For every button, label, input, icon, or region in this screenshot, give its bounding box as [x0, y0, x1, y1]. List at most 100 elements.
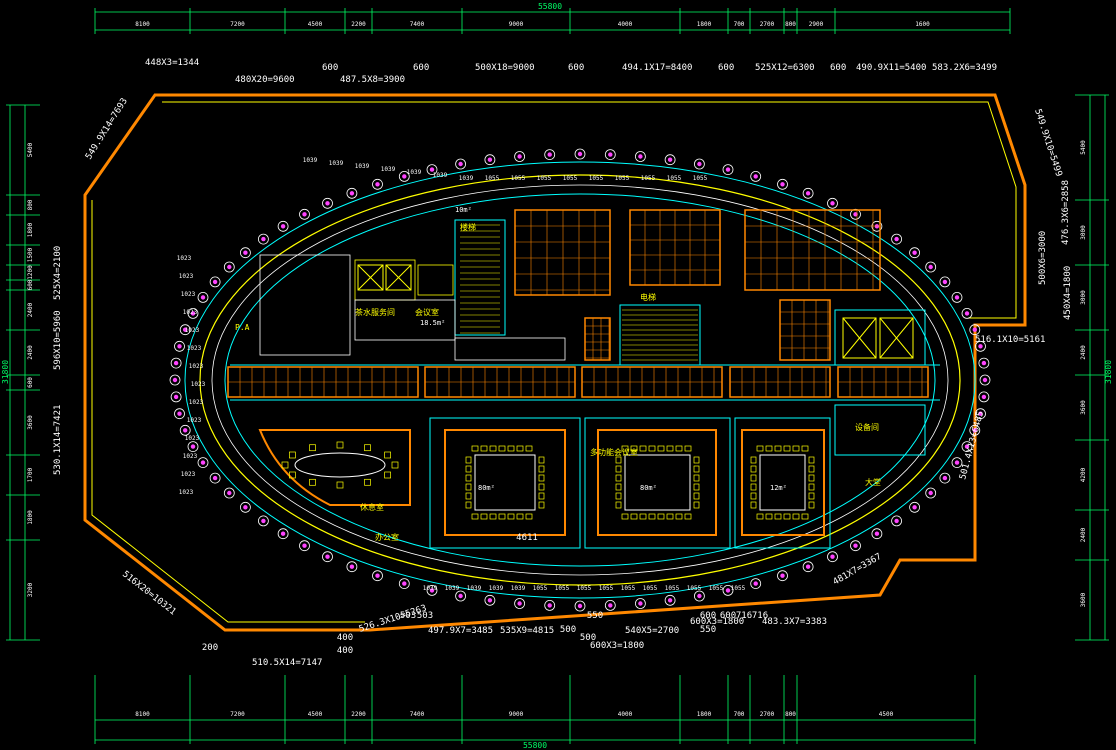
small-dim-13: 4611 [516, 533, 538, 543]
ring-marker-43 [170, 357, 182, 369]
chair [750, 465, 757, 473]
chair [507, 513, 515, 520]
ring-dot-17 [697, 593, 702, 599]
ring-dot-15 [753, 581, 758, 586]
right-dim-2: 3000 [1080, 290, 1087, 305]
chair [808, 465, 815, 473]
chair [615, 483, 622, 491]
ellipse-ring [184, 161, 976, 599]
ring-marker-14 [777, 570, 788, 582]
ring-label-top-13: 1055 [641, 175, 656, 182]
pdim-left4: 530.1X14=7421 [53, 405, 63, 475]
chair [364, 444, 371, 452]
chair [538, 492, 545, 500]
chair [750, 501, 757, 509]
ring-marker-70 [777, 178, 788, 190]
ring-marker-39 [179, 424, 191, 436]
ring-marker-8 [909, 501, 920, 513]
ring-marker-18 [664, 594, 676, 606]
chair [489, 513, 497, 520]
ring-dot-38 [190, 444, 196, 449]
ring-dot-59 [458, 161, 463, 167]
ring-label-left-0: 1023 [177, 255, 192, 262]
ring-dot-1 [981, 394, 987, 400]
ring-marker-10 [871, 528, 883, 540]
left-dim-9: 3600 [27, 415, 34, 430]
chair [666, 445, 674, 452]
ring-dot-63 [577, 151, 583, 157]
left-dim-8: 600 [27, 377, 34, 388]
dimension-frame [9, 11, 1106, 741]
ring-label-bottom-13: 1055 [709, 585, 724, 592]
right-dim-5: 4200 [1080, 467, 1087, 482]
ring-marker-33 [257, 515, 269, 527]
chair [666, 513, 674, 520]
bottom-dim-2: 4500 [308, 711, 323, 718]
ring-marker-79 [951, 291, 963, 303]
ring-label-bottom-1: 1039 [445, 585, 460, 592]
ring-marker-4 [961, 441, 973, 453]
ring-dot-28 [375, 573, 380, 578]
ring-dot-16 [725, 588, 731, 593]
chair [516, 445, 524, 452]
chair [516, 513, 524, 520]
top-dim-1: 7200 [230, 21, 245, 28]
ring-dot-76 [912, 250, 917, 255]
ring-marker-44 [174, 340, 185, 352]
ring-marker-55 [346, 187, 358, 199]
pdim-bottom9: 600X3=1800 [590, 641, 644, 651]
ring-dot-81 [972, 327, 977, 332]
ring-marker-45 [179, 324, 191, 336]
chair [808, 483, 815, 491]
ring-dot-50 [243, 250, 248, 255]
ring-dot-77 [928, 264, 933, 270]
ring-marker-51 [257, 233, 269, 245]
small-dim-8: 550 [700, 625, 716, 635]
pdim-bottom8: 483.3X7=3383 [762, 617, 827, 627]
top-dim-4: 7400 [410, 21, 425, 28]
ring-dot-7 [928, 490, 933, 496]
ring-dot-21 [577, 603, 583, 609]
ring-dot-62 [547, 152, 552, 157]
ring-label-top-2: 1039 [355, 163, 370, 170]
ceiling-grid-cells [515, 210, 880, 360]
ring-label-left-1: 1023 [179, 273, 194, 280]
bottom-dim-4: 7400 [410, 711, 425, 718]
ring-marker-47 [197, 291, 209, 303]
ring-marker-9 [891, 515, 902, 527]
pdim-top4: 487.5X8=3900 [340, 75, 405, 85]
ring-dot-44 [177, 344, 182, 349]
chair [630, 445, 638, 452]
ring-marker-31 [299, 540, 310, 552]
ring-dot-65 [638, 154, 643, 159]
ring-marker-3 [969, 424, 981, 436]
chair [364, 478, 371, 486]
chair [615, 465, 622, 473]
chair [765, 513, 773, 520]
chair [498, 513, 506, 520]
ring-dot-32 [280, 531, 286, 536]
ring-marker-22 [544, 600, 556, 611]
chair [391, 461, 399, 469]
chair [525, 445, 533, 452]
ring-dot-66 [667, 157, 673, 162]
small-dim-4: 503 [417, 611, 433, 621]
left-dim-6: 2400 [27, 302, 34, 317]
pdim-bottom5: 535X9=4815 [500, 626, 554, 636]
ring-dot-3 [972, 428, 977, 433]
ring-marker-29 [346, 561, 358, 573]
ring-marker-2 [975, 408, 986, 420]
ring-dot-20 [608, 603, 613, 608]
chair [471, 513, 479, 520]
ring-marker-16 [722, 585, 734, 596]
left-dim-5: 600 [27, 279, 34, 290]
ring-dot-71 [805, 191, 811, 196]
pdim-top10: 525X12=6300 [755, 63, 815, 73]
ring-column-markers [169, 148, 991, 612]
room-label-equipment: 设备间 [855, 422, 879, 432]
pdim-top8: 494.1X17=8400 [622, 63, 692, 73]
ring-marker-36 [209, 472, 221, 484]
left-dim-10: 1700 [27, 467, 34, 482]
ring-label-left-4: 1023 [185, 327, 200, 334]
ring-marker-81 [969, 324, 981, 336]
